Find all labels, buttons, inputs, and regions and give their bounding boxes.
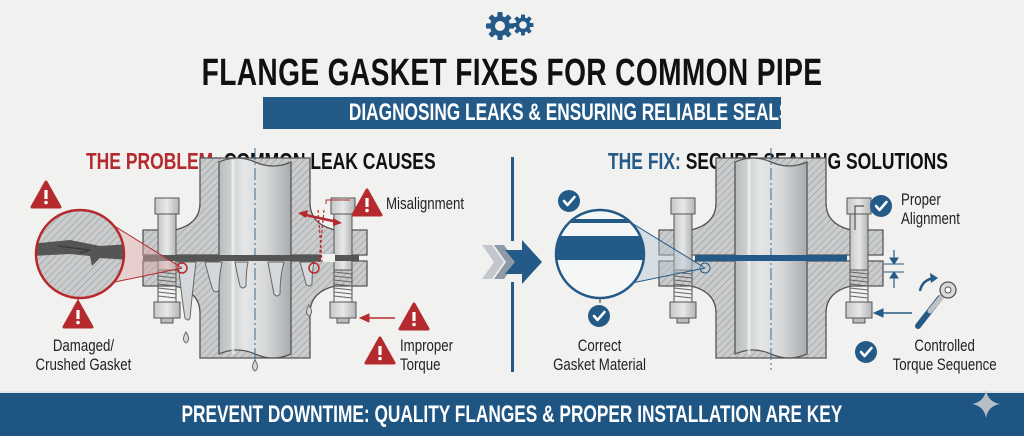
warning-icon-misalignment xyxy=(351,188,383,217)
torque-wrench-icon xyxy=(915,273,957,329)
misalignment-indicator xyxy=(298,199,350,263)
problem-flange xyxy=(141,146,369,372)
leak-drips xyxy=(177,261,315,372)
warning-icon-torque-bottom xyxy=(364,336,396,365)
sparkle-icon xyxy=(972,390,1000,418)
warning-icon-gasket-bottom xyxy=(62,300,94,329)
label-misalignment: Misalignment xyxy=(386,194,465,213)
footer-text: PREVENT DOWNTIME: QUALITY FLANGES & PROP… xyxy=(181,401,843,428)
check-icon-material-top xyxy=(558,190,580,212)
check-icon-torque xyxy=(855,341,877,363)
label-damaged-gasket: Damaged/Crushed Gasket xyxy=(35,336,131,374)
gap-indicator xyxy=(884,250,904,288)
gasket-material-magnifier xyxy=(554,208,706,303)
alignment-leader xyxy=(854,205,864,230)
check-icon-material-bottom xyxy=(588,305,610,327)
warning-icon-torque-top xyxy=(398,302,430,331)
torque-arrow-left xyxy=(358,313,395,323)
gears-icon xyxy=(486,12,534,40)
footer-banner: PREVENT DOWNTIME: QUALITY FLANGES & PROP… xyxy=(0,391,1024,436)
transition-arrow-icon xyxy=(482,240,542,284)
subtitle-banner: DIAGNOSING LEAKS & ENSURING RELIABLE SEA… xyxy=(263,97,781,129)
warning-icon-gasket-top xyxy=(30,180,62,209)
fix-flange xyxy=(657,146,885,372)
subtitle-text: DIAGNOSING LEAKS & ENSURING RELIABLE SEA… xyxy=(348,99,781,126)
section-divider-top xyxy=(511,157,514,241)
damaged-gasket-magnifier xyxy=(34,208,183,303)
torque-arrow-right xyxy=(872,308,912,318)
fix-title-prefix: THE FIX: xyxy=(608,148,681,174)
section-divider-bottom xyxy=(511,282,514,372)
check-icon-alignment xyxy=(870,195,892,217)
problem-title-prefix: THE PROBLEM: xyxy=(86,148,220,174)
